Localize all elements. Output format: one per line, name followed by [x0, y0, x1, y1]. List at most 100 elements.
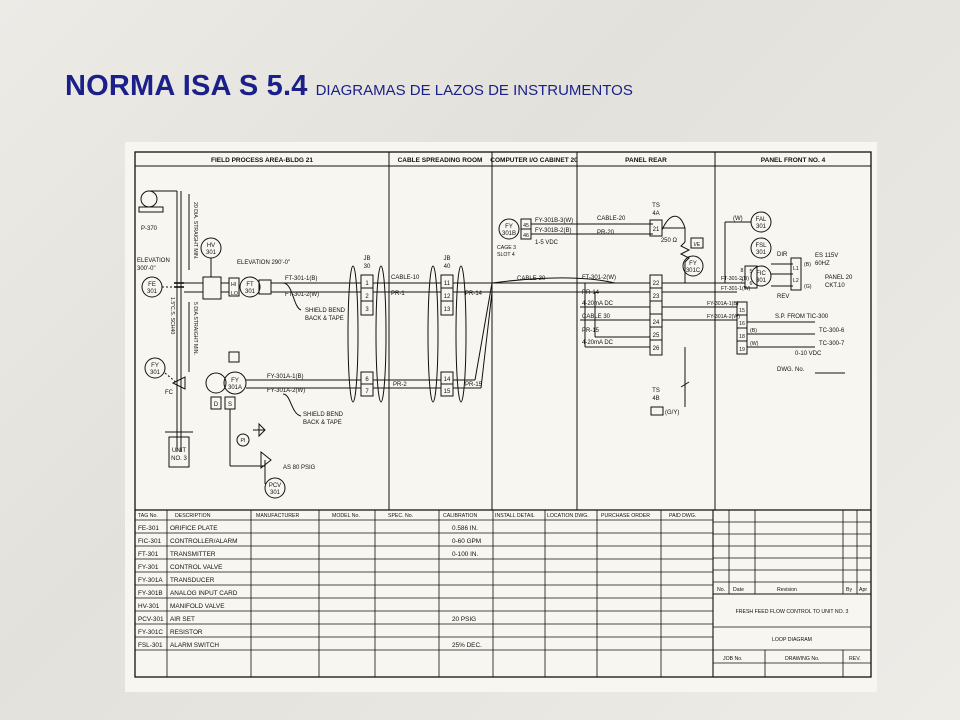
- ts4a-term: 25: [653, 333, 660, 339]
- fe-number: 301: [147, 289, 158, 295]
- computer-wiring: [491, 218, 653, 293]
- hv-number: 301: [206, 250, 217, 256]
- d-label: D: [214, 402, 219, 408]
- pr-1-label: PR-1: [391, 291, 405, 297]
- shield-2-line-1: SHIELD BEND: [303, 412, 344, 418]
- dwg-label: DWG. No.: [777, 367, 805, 373]
- jb40-term: 15: [444, 389, 451, 395]
- table-header: MANUFACTURER: [256, 513, 299, 519]
- jb40-term: 13: [444, 307, 451, 313]
- pump-tag: P-370: [141, 226, 158, 232]
- jb40-term: 14: [444, 377, 451, 383]
- front-wire: FT-301-2(B): [721, 276, 749, 282]
- pr-15-label: PR-15: [465, 382, 483, 388]
- table-cell-desc: MANIFOLD VALVE: [170, 603, 224, 610]
- table-cell-desc: CONTROLLER/ALARM: [170, 538, 237, 545]
- rev-by-header: By: [846, 587, 852, 593]
- ft-number: 301: [245, 289, 256, 295]
- zone-cable-room: CABLE SPREADING ROOM: [398, 157, 483, 164]
- signal-2: 4-20mA DC: [582, 340, 614, 346]
- table-cell-desc: TRANSMITTER: [170, 551, 216, 558]
- fy-b-cable-1: FY-301B-3(W): [535, 218, 573, 224]
- table-header: PURCHASE ORDER: [601, 513, 650, 519]
- fy-cable-2: FY-301A-2(W): [267, 388, 305, 394]
- front-term: 5: [750, 269, 753, 275]
- jb30-number: 30: [364, 264, 371, 270]
- panel-rear-labels: TS 4A CABLE-20 PR-20 250 Ω I/E FY 301C F…: [582, 203, 701, 416]
- table-cell-tag: PCV-301: [138, 616, 164, 623]
- ground-label: (G/Y): [665, 410, 679, 416]
- ts4a-term: 24: [653, 320, 660, 326]
- pr-20-label: PR-20: [597, 230, 615, 236]
- tc-1-label: TC-300-6: [819, 328, 845, 334]
- dir-label: DIR: [777, 252, 788, 258]
- front-term: 18: [739, 334, 745, 340]
- cable-30-label: CABLE-30: [517, 276, 546, 282]
- table-cell-desc: ANALOG INPUT CARD: [170, 590, 238, 597]
- fal-number: 301: [756, 224, 767, 230]
- table-cell-tag: FY-301B: [138, 590, 163, 597]
- ft-cable-2: FT-301-2(W): [285, 292, 319, 298]
- table-header: DESCRIPTION: [175, 513, 211, 519]
- fic-tag: FIC: [756, 271, 766, 277]
- zone-panel-front: PANEL FRONT NO. 4: [761, 157, 826, 164]
- pcv-tag: PCV: [269, 483, 281, 489]
- front-term: 15: [739, 308, 745, 314]
- front-term: 7: [741, 279, 744, 285]
- front-wire: FT-301-1(W): [721, 286, 751, 292]
- table-header: LOCATION DWG.: [547, 513, 589, 519]
- fy-c-tag: FY: [689, 261, 697, 267]
- panel-ckt-line-1: PANEL 20: [825, 275, 853, 281]
- rev-revision-header: Revision: [777, 587, 797, 593]
- hv-tag: HV: [207, 243, 215, 249]
- lo-label: LO: [231, 291, 238, 297]
- table-header: TAG No.: [138, 513, 158, 519]
- signal-1: 4-20mA DC: [582, 301, 614, 307]
- ts4a-number: 4A: [652, 211, 659, 217]
- jb40-number: 40: [444, 264, 451, 270]
- slide-title-subtitle: DIAGRAMAS DE LAZOS DE INSTRUMENTOS: [315, 82, 633, 99]
- straight-downstream-label: 5 DIA.STRAIGHT MIN.: [192, 302, 198, 355]
- fy-b-signal: 1-5 VDC: [535, 240, 559, 246]
- front-term: 19: [739, 347, 745, 353]
- table-cell-cal: 0-60 GPM: [452, 538, 481, 545]
- panel-front-labels: FAL 301 FSL 301 FIC 301 DIR REV (W) (B) …: [707, 216, 853, 373]
- front-wire: FY-301A-2(W): [707, 314, 740, 320]
- s-label: S: [228, 402, 232, 408]
- table-cell-tag: FE-301: [138, 525, 159, 532]
- ts4a-label: TS: [652, 203, 660, 209]
- fy-b-number: 301B: [502, 231, 516, 237]
- fic-number: 301: [756, 278, 767, 284]
- table-header: SPEC. No.: [388, 513, 413, 519]
- fy-b-cable-2: FY-301B-2(B): [535, 228, 571, 234]
- computer-term: 46: [523, 233, 529, 239]
- ft-2w-label: FT-301-2(W): [582, 275, 616, 281]
- elevation-pump-value: 300'-0": [137, 266, 156, 272]
- ts4b-label: TS: [652, 388, 660, 394]
- cable-20-label: CABLE-20: [597, 216, 626, 222]
- ts4a-term: 22: [653, 281, 660, 287]
- sp-w-label: (W): [750, 341, 759, 347]
- table-cell-tag: FY-301C: [138, 629, 163, 636]
- table-header: INSTALL DETAIL: [495, 513, 535, 519]
- fe-tag: FE: [148, 282, 156, 288]
- table-cell-cal: 20 PSIG: [452, 616, 476, 623]
- pr-14-label: PR-14: [465, 291, 483, 297]
- pr-14-rear: PR-14: [582, 290, 600, 296]
- sp-from-label: S.P. FROM TIC-300: [775, 314, 829, 320]
- table-cell-desc: CONTROL VALVE: [170, 564, 222, 571]
- ts4a-term: 21: [653, 227, 660, 233]
- shield-2-line-2: BACK & TAPE: [303, 420, 342, 426]
- sp-b-label: (B): [750, 328, 757, 334]
- fsl-tag: FSL: [755, 243, 767, 249]
- pr-2-label: PR-2: [393, 382, 407, 388]
- ie-label: I/E: [694, 242, 701, 248]
- computer-term: 45: [523, 223, 529, 229]
- jb40-label: JB: [443, 256, 450, 262]
- zone-panel-rear: PANEL REAR: [625, 157, 667, 164]
- table-header: CALIBRATION: [443, 513, 477, 519]
- ts4a-term: 26: [653, 346, 660, 352]
- fy-cable-1: FY-301A-1(B): [267, 374, 303, 380]
- l2-label: L2: [793, 278, 799, 284]
